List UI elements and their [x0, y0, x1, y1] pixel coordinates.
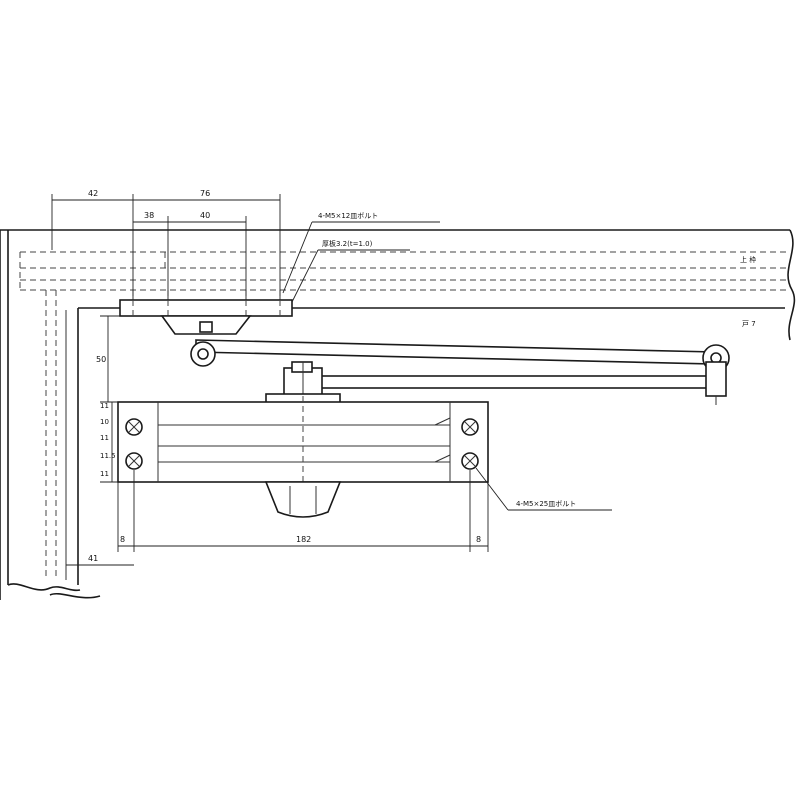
bracket-screws-note: 4-M5×12皿ボルト	[318, 212, 378, 220]
main-arm	[190, 339, 730, 372]
closer-body	[117, 393, 489, 518]
body-screw-bottom-left-icon	[125, 452, 143, 470]
dim-vertical-b-label: 10	[100, 418, 109, 426]
spacer-plate-note: 厚板3.2(t=1.0)	[322, 239, 373, 248]
dim-vertical-c-label: 11	[100, 434, 109, 442]
frame-top-label: 上 枠	[740, 255, 756, 264]
dim-vertical-d-label: 11.5	[100, 452, 116, 460]
body-screw-top-right-icon	[461, 418, 479, 436]
dim-38-label: 38	[144, 211, 154, 220]
dim-41-label: 41	[88, 554, 98, 563]
dim-40-label: 40	[200, 211, 210, 220]
dim-vertical-a-label: 11	[100, 402, 109, 410]
dim-50-label: 50	[96, 355, 106, 364]
dim-right-8-label: 8	[476, 535, 481, 544]
dim-body-label: 182	[296, 535, 311, 544]
dim-vertical-e-label: 11	[100, 470, 109, 478]
leader-lines	[282, 221, 612, 511]
door-label: 戸 7	[742, 320, 756, 328]
bracket-plate	[119, 290, 293, 335]
top-frame	[0, 229, 796, 341]
dim-42-label: 42	[88, 189, 98, 198]
door-jamb	[0, 230, 101, 600]
body-screw-top-left-icon	[125, 418, 143, 436]
body-screws-note: 4-M5×25皿ボルト	[516, 500, 576, 508]
dim-76-label: 76	[200, 189, 210, 198]
dimension-lines	[51, 194, 489, 566]
body-screw-bottom-right-icon	[461, 452, 479, 470]
dim-left-8-label: 8	[120, 535, 125, 544]
forearm	[283, 361, 727, 405]
